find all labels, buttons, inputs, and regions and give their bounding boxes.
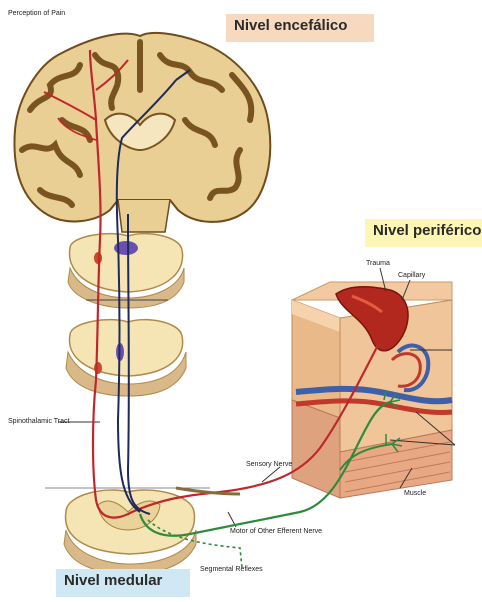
label-motor-nerve: Motor of Other Efferent Nerve [230,528,322,535]
label-trauma: Trauma [366,260,390,267]
label-nivel-periferico: Nivel periférico [365,219,482,247]
label-segmental-reflexes: Segmental Reflexes [200,566,263,573]
brainstem [118,200,170,232]
label-capillary: Capillary [398,272,425,279]
brain [14,33,270,232]
peripheral-tissue-block [292,282,452,498]
label-sensory-nerve: Sensory Nerve [246,461,292,468]
label-nivel-medular: Nivel medular [56,569,190,597]
label-nivel-encefalico: Nivel encefálico [226,14,374,42]
spinal-segment-upper [68,234,184,308]
label-muscle: Muscle [404,490,426,497]
label-spinothalamic-tract: Spinothalamic Tract [8,418,69,425]
spinal-segment-middle [66,320,186,396]
label-perception-of-pain: Perception of Pain [8,10,65,17]
